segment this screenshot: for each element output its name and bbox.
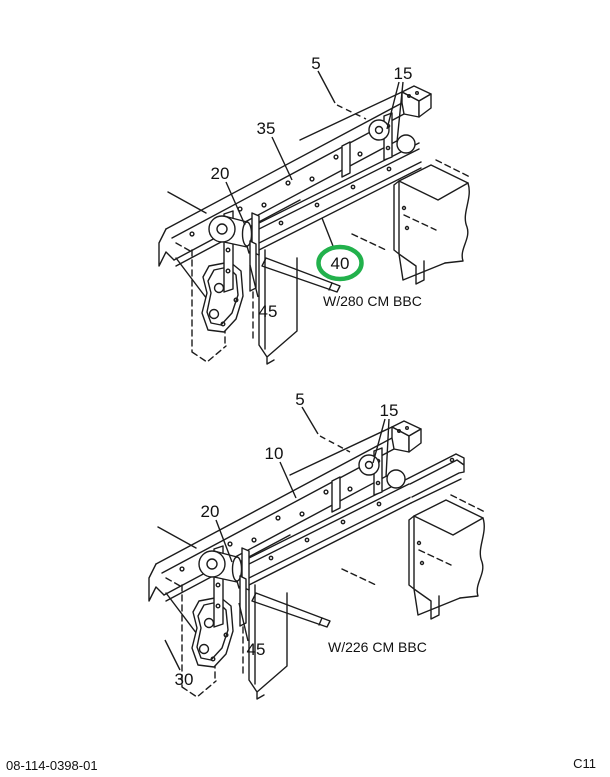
callout-45-top: 45 — [259, 302, 278, 321]
parts-diagram-top: 5 15 35 20 40 45 W/280 CM BBC — [158, 54, 471, 365]
footer-doc-number: 08-114-0398-01 — [6, 758, 98, 773]
callout-5-top: 5 — [311, 54, 320, 73]
parts-diagram-bottom: 5 15 10 20 45 30 W/226 CM BBC — [148, 390, 486, 700]
callout-5-bottom: 5 — [295, 390, 304, 409]
crossmember-extension-art — [408, 453, 465, 504]
highlight-ellipse — [316, 244, 364, 282]
callout-20-bottom: 20 — [201, 502, 220, 521]
callout-45-bottom: 45 — [247, 640, 266, 659]
caption-top: W/280 CM BBC — [323, 293, 422, 309]
callout-leader-lines-bottom — [164, 406, 390, 671]
callout-15-bottom: 15 — [380, 401, 399, 420]
caption-bottom: W/226 CM BBC — [328, 639, 427, 655]
callout-10-bottom: 10 — [265, 444, 284, 463]
callout-15-top: 15 — [394, 64, 413, 83]
callout-30-bottom: 30 — [175, 670, 194, 689]
callout-40-top: 40 — [331, 254, 350, 273]
footer-page-code: C11 — [573, 756, 596, 771]
callout-20-top: 20 — [211, 164, 230, 183]
callout-leader-lines-top — [225, 70, 404, 298]
callout-35-top: 35 — [257, 119, 276, 138]
